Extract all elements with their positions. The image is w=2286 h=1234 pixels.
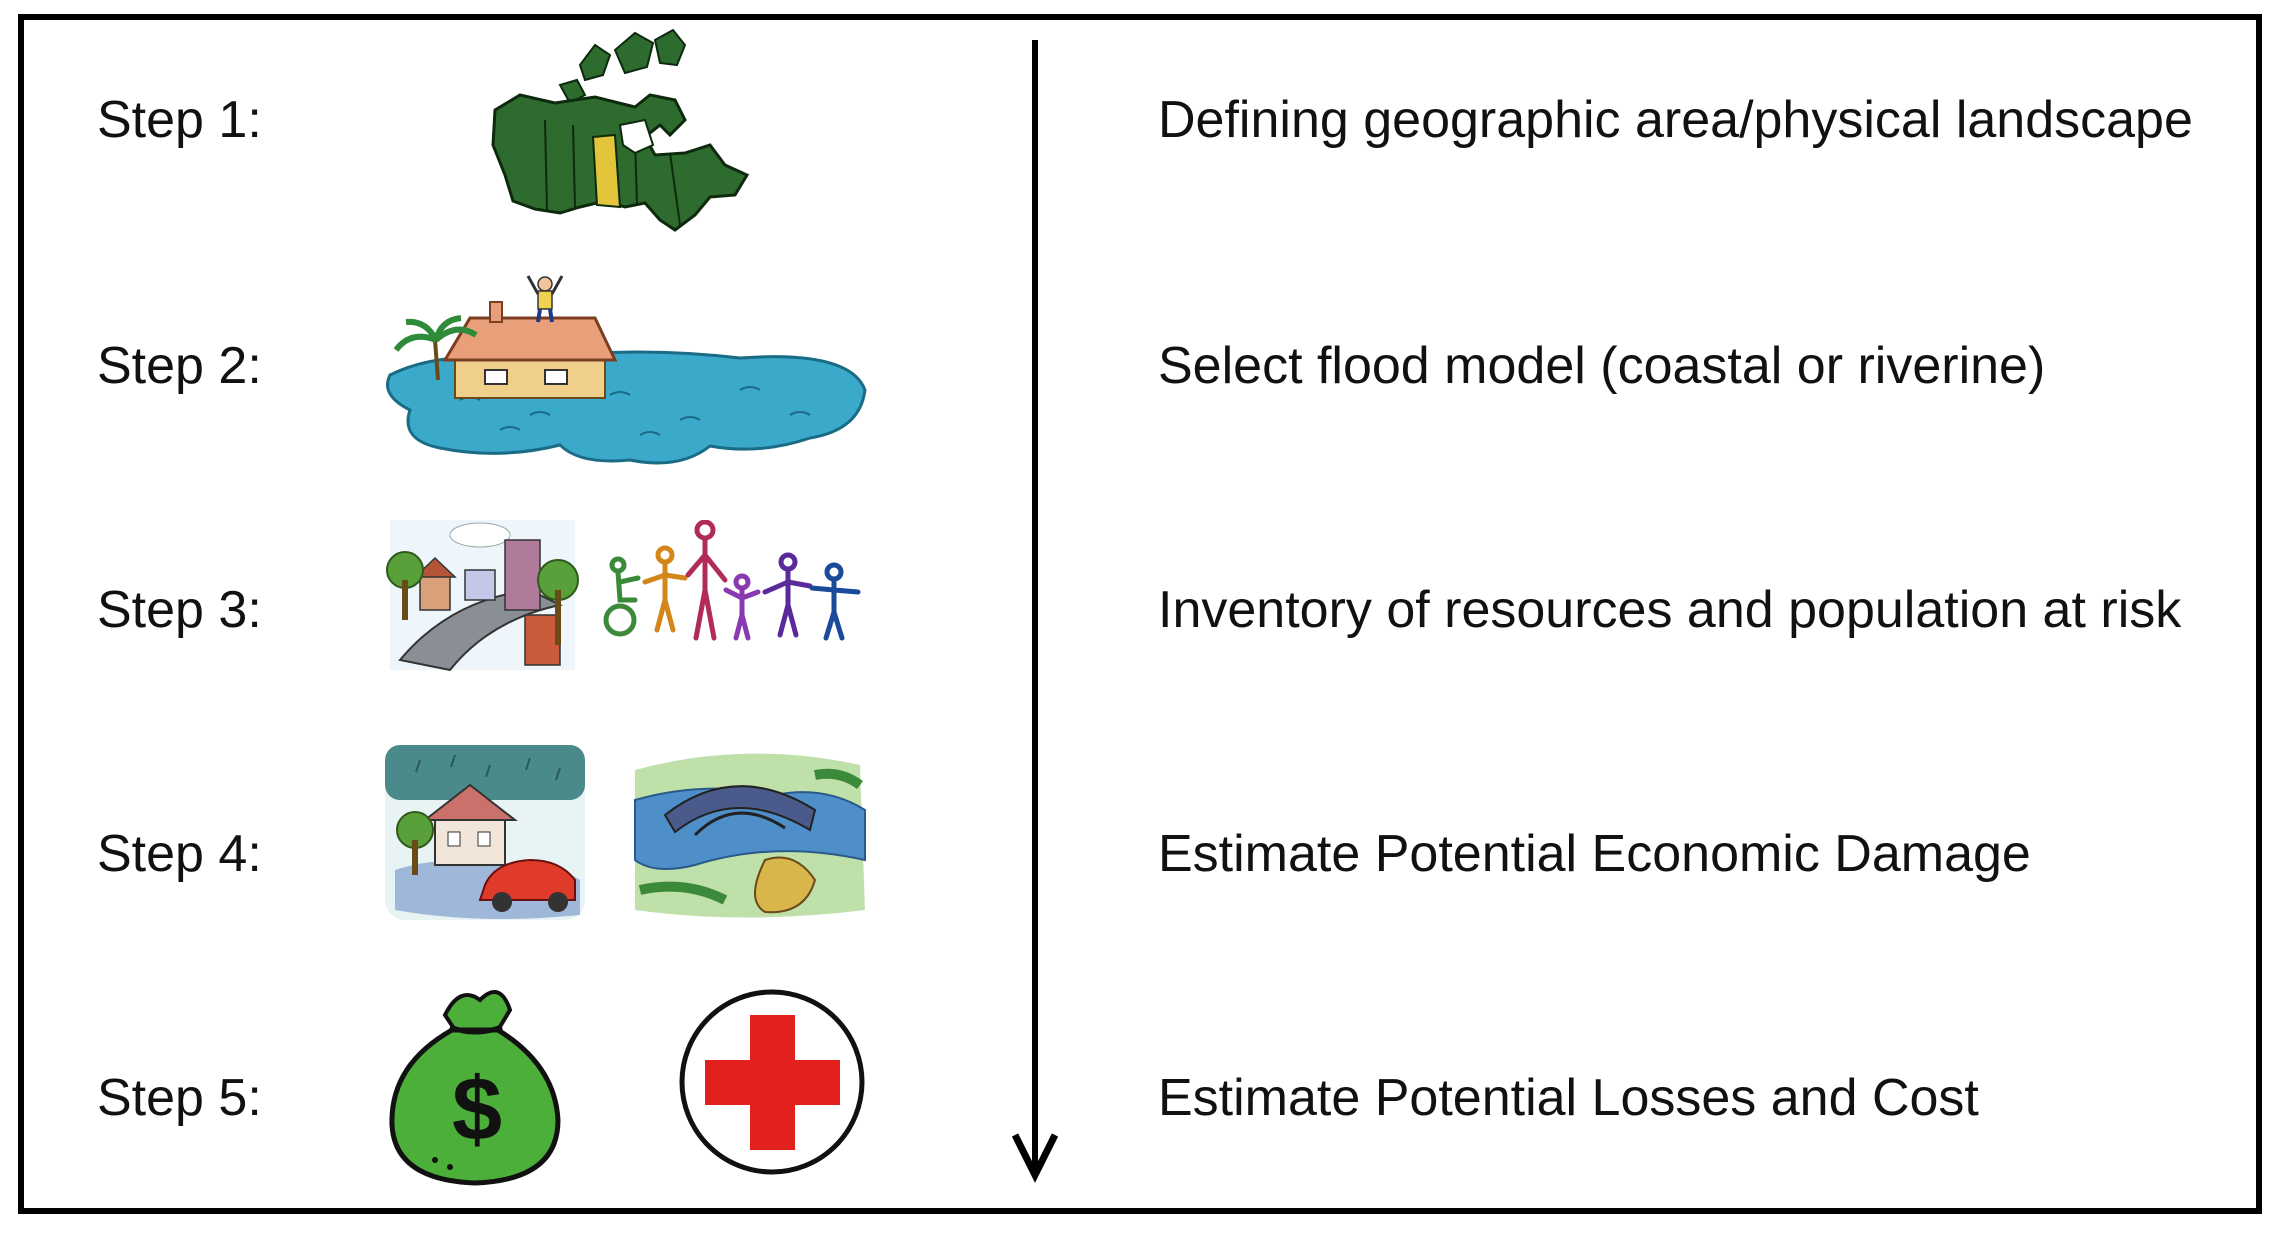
step-2-description: Select flood model (coastal or riverine) (1158, 337, 2046, 395)
step-1-label: Step 1: (97, 91, 262, 149)
step-2-label: Step 2: (97, 337, 262, 395)
step-1-description: Defining geographic area/physical landsc… (1158, 91, 2193, 149)
town-street-icon (380, 510, 585, 680)
canada-map-icon (485, 25, 760, 250)
step-3-label: Step 3: (97, 581, 262, 639)
step-4-description: Estimate Potential Economic Damage (1158, 825, 2031, 883)
step-3-description: Inventory of resources and population at… (1158, 581, 2182, 639)
flooded-house-icon (380, 270, 870, 470)
people-chain-icon (600, 520, 870, 645)
flow-arrow (1010, 40, 1060, 1190)
svg-text:$: $ (452, 1060, 502, 1160)
step-4-label: Step 4: (97, 825, 262, 883)
step-5-label: Step 5: (97, 1069, 262, 1127)
step-5-description: Estimate Potential Losses and Cost (1158, 1069, 1979, 1127)
flooded-bridge-icon (625, 740, 870, 925)
red-cross-icon (675, 985, 870, 1180)
flooded-houses-car-icon (380, 740, 590, 925)
money-bag-icon: $ (380, 975, 570, 1190)
